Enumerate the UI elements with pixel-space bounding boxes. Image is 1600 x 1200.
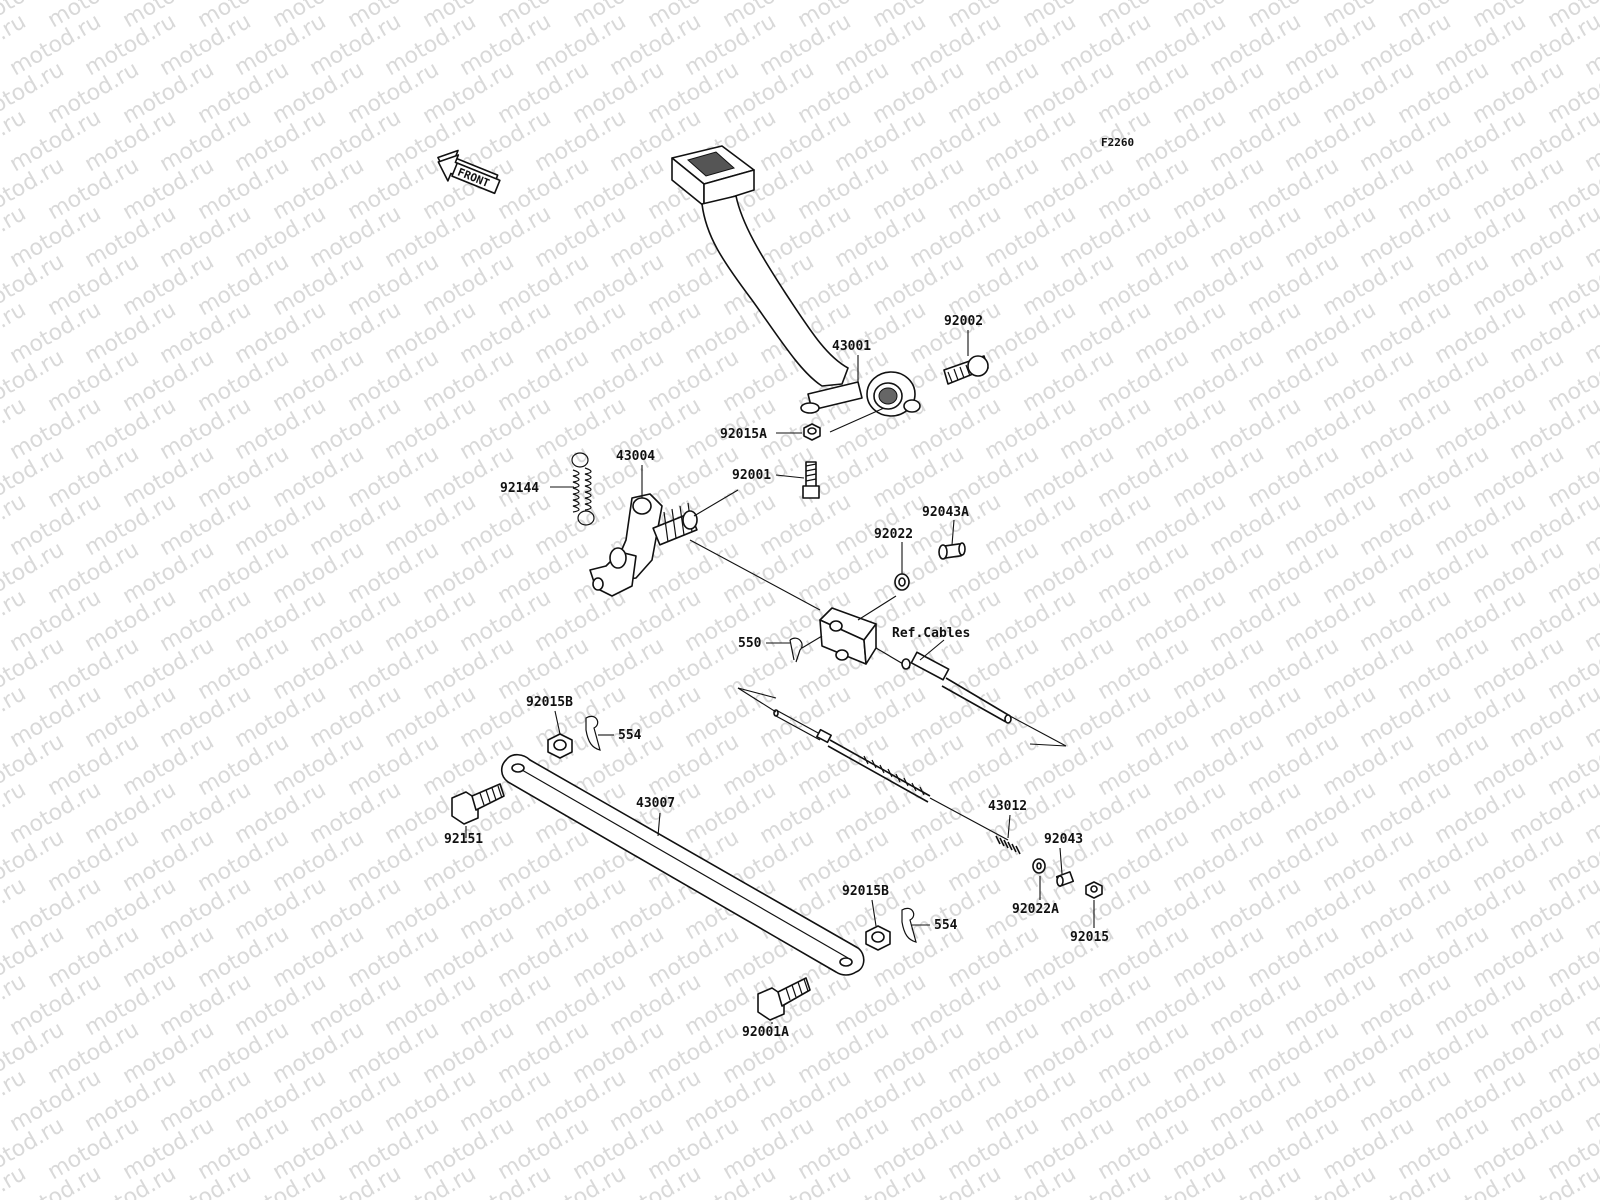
label-92144: 92144 (500, 481, 539, 496)
cable-joint (819, 607, 877, 665)
snap-pin-554-top (585, 715, 601, 751)
snap-pin-554-bottom (901, 907, 917, 943)
label-43001: 43001 (832, 339, 871, 354)
figure-code: F2260 (1101, 136, 1134, 149)
label-92015: 92015 (1070, 930, 1109, 945)
part-labels: 43001 92002 92015A 92001 43004 92144 920… (444, 314, 1109, 1040)
bolt-92002 (943, 355, 989, 385)
label-43012: 43012 (988, 799, 1027, 814)
bolt-92151 (451, 783, 505, 825)
bolt-92001A (757, 977, 811, 1021)
brake-shaft-43004 (589, 493, 698, 597)
label-92001A: 92001A (742, 1025, 789, 1040)
nut-92015B-bottom (865, 925, 891, 951)
label-92015B-top: 92015B (526, 695, 573, 710)
brake-rod-43007 (500, 753, 865, 976)
leader-lines (465, 330, 1095, 1024)
pin-92043 (1055, 871, 1075, 887)
label-92002: 92002 (944, 314, 983, 329)
cotter-pin-550 (789, 637, 803, 663)
front-arrow-icon: FRONT (437, 149, 501, 195)
cable-upper (875, 647, 1012, 724)
pin-92043A (938, 542, 966, 560)
brake-rod-43012 (773, 709, 1021, 855)
label-554-bottom: 554 (934, 918, 958, 933)
label-92043: 92043 (1044, 832, 1083, 847)
nut-92015 (1085, 881, 1103, 899)
nut-92015A (803, 423, 821, 441)
label-ref-cables: Ref.Cables (892, 626, 970, 641)
label-92001: 92001 (732, 468, 771, 483)
washer-92022A (1032, 858, 1046, 874)
label-43004: 43004 (616, 449, 655, 464)
spring-92144 (571, 452, 595, 526)
label-92022A: 92022A (1012, 902, 1059, 917)
label-92015B-bottom: 92015B (842, 884, 889, 899)
label-92022: 92022 (874, 527, 913, 542)
label-554-top: 554 (618, 728, 642, 743)
washer-92022 (894, 573, 910, 591)
brake-pedal-43001 (671, 145, 921, 417)
label-550: 550 (738, 636, 762, 651)
label-43007: 43007 (636, 796, 675, 811)
label-92151: 92151 (444, 832, 483, 847)
label-92015A: 92015A (720, 427, 767, 442)
nut-92015B-top (547, 733, 573, 759)
label-92043A: 92043A (922, 505, 969, 520)
bolt-92001 (802, 461, 820, 499)
